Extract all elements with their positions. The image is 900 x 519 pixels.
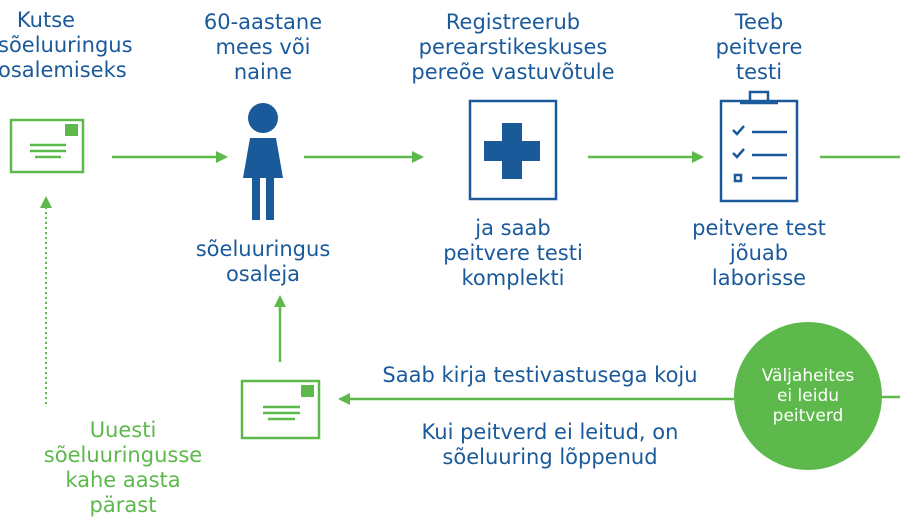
result-envelope-icon	[240, 379, 321, 440]
participant-top-line: 60-aastane	[203, 10, 323, 34]
person-icon	[243, 103, 283, 220]
register-top-line: perearstikeskuses	[418, 35, 608, 59]
register-top-label: Registreerub perearstikeskuses pereõe va…	[400, 10, 626, 85]
invite-label-line: Kutse	[16, 8, 76, 32]
test-bottom-line: jõuab	[729, 241, 789, 265]
participant-top-line: naine	[233, 60, 293, 84]
register-bottom-line: komplekti	[461, 266, 565, 290]
test-bottom-label: peitvere test jõuab laborisse	[688, 216, 830, 291]
test-bottom-line: laborisse	[711, 266, 807, 290]
invite-label-line: osalemiseks	[0, 58, 127, 82]
participant-bottom-line: osaleja	[225, 262, 301, 286]
register-bottom-label: ja saab peitvere testi komplekti	[433, 216, 593, 291]
participant-bottom-line: sõeluuringus	[195, 237, 331, 261]
register-top-line: pereõe vastuvõtule	[411, 60, 615, 84]
test-top-line: testi	[735, 60, 783, 84]
invite-envelope-icon	[9, 118, 85, 174]
result-circle	[734, 322, 882, 470]
result-circle-label: Väljaheites ei leidu peitverd	[738, 366, 878, 426]
repeat-label-line: Uuesti	[89, 418, 157, 442]
test-top-line: Teeb	[734, 10, 784, 34]
participant-top-line: mees või	[215, 35, 311, 59]
test-top-label: Teeb peitvere testi	[706, 10, 812, 85]
circle-line: Väljaheites	[761, 366, 855, 386]
dotted-return-arrowhead	[40, 196, 52, 208]
repeat-label-line: kahe aasta	[65, 468, 181, 492]
circle-line: ei leidu	[776, 386, 840, 406]
register-top-line: Registreerub	[445, 10, 581, 34]
result-note-line: sõeluuring lõppenud	[442, 445, 658, 469]
repeat-label: Uuesti sõeluuringusse kahe aasta pärast	[38, 418, 208, 518]
participant-bottom-label: sõeluuringus osaleja	[180, 237, 346, 287]
medical-cross-icon	[468, 99, 558, 201]
register-bottom-line: peitvere testi	[443, 241, 583, 265]
clipboard-checklist-icon	[719, 90, 799, 203]
result-note: Kui peitverd ei leitud, on sõeluuring lõ…	[390, 420, 710, 470]
result-note-line: Kui peitverd ei leitud, on	[421, 420, 679, 444]
repeat-label-line: pärast	[89, 493, 157, 517]
repeat-label-line: sõeluuringusse	[43, 443, 203, 467]
invite-label: Kutse sõeluuringus osalemiseks	[0, 8, 133, 83]
register-bottom-line: ja saab	[475, 216, 551, 240]
result-label-line: Saab kirja testivastusega koju	[382, 363, 698, 387]
test-top-line: peitvere	[715, 35, 803, 59]
invite-label-line: sõeluuringus	[0, 33, 133, 57]
participant-top-label: 60-aastane mees või naine	[193, 10, 333, 85]
circle-line: peitverd	[772, 406, 844, 426]
test-bottom-line: peitvere test	[692, 216, 826, 240]
result-label: Saab kirja testivastusega koju	[360, 363, 720, 388]
